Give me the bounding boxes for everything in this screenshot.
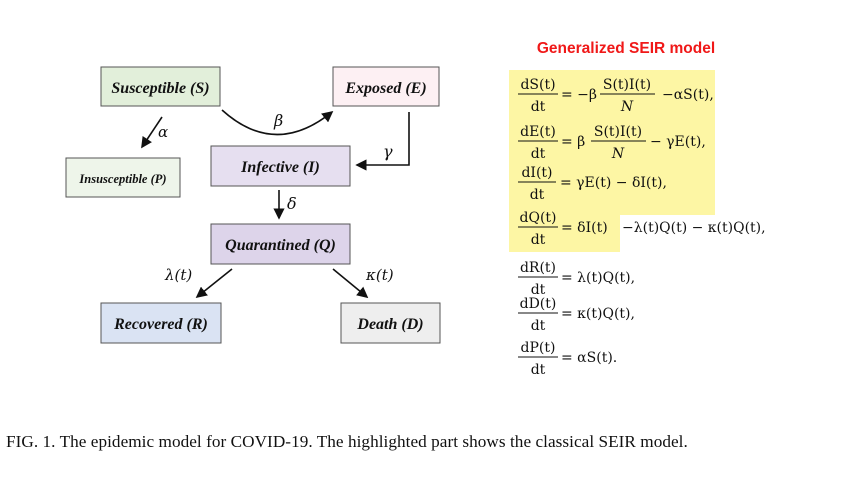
insusceptible-box bbox=[65, 157, 181, 198]
ds-term-numerator: S(t)I(t) bbox=[603, 77, 651, 93]
infective-node: Infective (I) bbox=[210, 145, 351, 187]
de-rhs-lead: = β bbox=[561, 134, 585, 150]
dd-rhs: = κ(t)Q(t), bbox=[561, 306, 635, 322]
equation-susceptible: dS(t) dt = −β S(t)I(t) N −αS(t), bbox=[518, 77, 714, 115]
recovered-node: Recovered (R) bbox=[100, 302, 222, 344]
recovered-label: Recovered (R) bbox=[113, 316, 208, 333]
de-term-denominator: N bbox=[611, 146, 625, 162]
dp-numerator: dP(t) bbox=[521, 340, 556, 356]
di-rhs: = γE(t) − δI(t), bbox=[560, 175, 667, 191]
ds-rhs-tail: −αS(t), bbox=[662, 87, 714, 103]
classical-seir-highlight bbox=[509, 70, 715, 252]
equation-recovered: dR(t) dt = λ(t)Q(t), bbox=[518, 260, 635, 298]
delta-rate: δ bbox=[287, 194, 297, 213]
dq-rhs-lead: = δI(t) bbox=[561, 220, 608, 236]
lambda-arrow bbox=[195, 268, 233, 299]
ds-term-denominator: N bbox=[620, 99, 634, 115]
exposed-node: Exposed (E) bbox=[332, 66, 440, 107]
dq-numerator: dQ(t) bbox=[520, 210, 557, 226]
infective-label: Infective (I) bbox=[240, 159, 320, 176]
susceptible-node: Susceptible (S) bbox=[100, 66, 221, 107]
de-numerator: dE(t) bbox=[520, 124, 556, 140]
beta-rate: β bbox=[273, 111, 283, 130]
figure-caption: FIG. 1. The epidemic model for COVID-19.… bbox=[6, 432, 688, 451]
equation-insusceptible: dP(t) dt = αS(t). bbox=[518, 340, 617, 378]
quarantined-node: Quarantined (Q) bbox=[210, 223, 351, 265]
lambda-rate: λ(t) bbox=[164, 266, 192, 284]
susceptible-label: Susceptible (S) bbox=[111, 80, 209, 97]
ds-numerator: dS(t) bbox=[520, 77, 555, 93]
dd-numerator: dD(t) bbox=[520, 296, 557, 312]
equation-death: dD(t) dt = κ(t)Q(t), bbox=[518, 296, 635, 334]
exposed-box bbox=[332, 66, 440, 107]
ds-denominator: dt bbox=[531, 99, 546, 115]
dr-denominator: dt bbox=[531, 282, 546, 298]
kappa-arrow bbox=[332, 268, 369, 299]
seir-figure: Susceptible (S) Exposed (E) Insusceptibl… bbox=[65, 40, 766, 378]
insusceptible-label: Insusceptible (P) bbox=[78, 172, 166, 186]
equation-infective: dI(t) dt = γE(t) − δI(t), bbox=[518, 165, 667, 203]
quarantined-label: Quarantined (Q) bbox=[225, 237, 336, 254]
di-denominator: dt bbox=[530, 187, 545, 203]
gamma-arrow bbox=[355, 112, 410, 171]
equation-exposed: dE(t) dt = β S(t)I(t) N − γE(t), bbox=[518, 124, 706, 162]
dr-numerator: dR(t) bbox=[520, 260, 556, 276]
equation-quarantined: dQ(t) dt = δI(t) −λ(t)Q(t) − κ(t)Q(t), bbox=[518, 210, 766, 248]
ds-rhs-lead: = −β bbox=[561, 87, 597, 103]
dd-denominator: dt bbox=[531, 318, 546, 334]
recovered-box bbox=[100, 302, 222, 344]
kappa-rate: κ(t) bbox=[365, 266, 394, 284]
dp-denominator: dt bbox=[531, 362, 546, 378]
susceptible-box bbox=[100, 66, 221, 107]
exposed-label: Exposed (E) bbox=[344, 80, 426, 97]
alpha-arrow bbox=[141, 116, 163, 149]
de-term-numerator: S(t)I(t) bbox=[594, 124, 642, 140]
di-numerator: dI(t) bbox=[521, 165, 552, 181]
de-denominator: dt bbox=[531, 146, 546, 162]
death-label: Death (D) bbox=[356, 316, 423, 333]
dp-rhs: = αS(t). bbox=[561, 350, 617, 366]
gamma-rate: γ bbox=[383, 142, 393, 161]
dr-rhs: = λ(t)Q(t), bbox=[561, 270, 635, 286]
dq-denominator: dt bbox=[531, 232, 546, 248]
death-box bbox=[340, 302, 441, 344]
dq-rhs-tail: −λ(t)Q(t) − κ(t)Q(t), bbox=[622, 220, 766, 236]
alpha-rate: α bbox=[158, 123, 168, 141]
insusceptible-node: Insusceptible (P) bbox=[65, 157, 181, 198]
quarantined-box bbox=[210, 223, 351, 265]
death-node: Death (D) bbox=[340, 302, 441, 344]
model-title: Generalized SEIR model bbox=[537, 40, 715, 57]
infective-box bbox=[210, 145, 351, 187]
beta-arrow bbox=[221, 109, 334, 136]
de-rhs-tail: − γE(t), bbox=[650, 134, 706, 150]
